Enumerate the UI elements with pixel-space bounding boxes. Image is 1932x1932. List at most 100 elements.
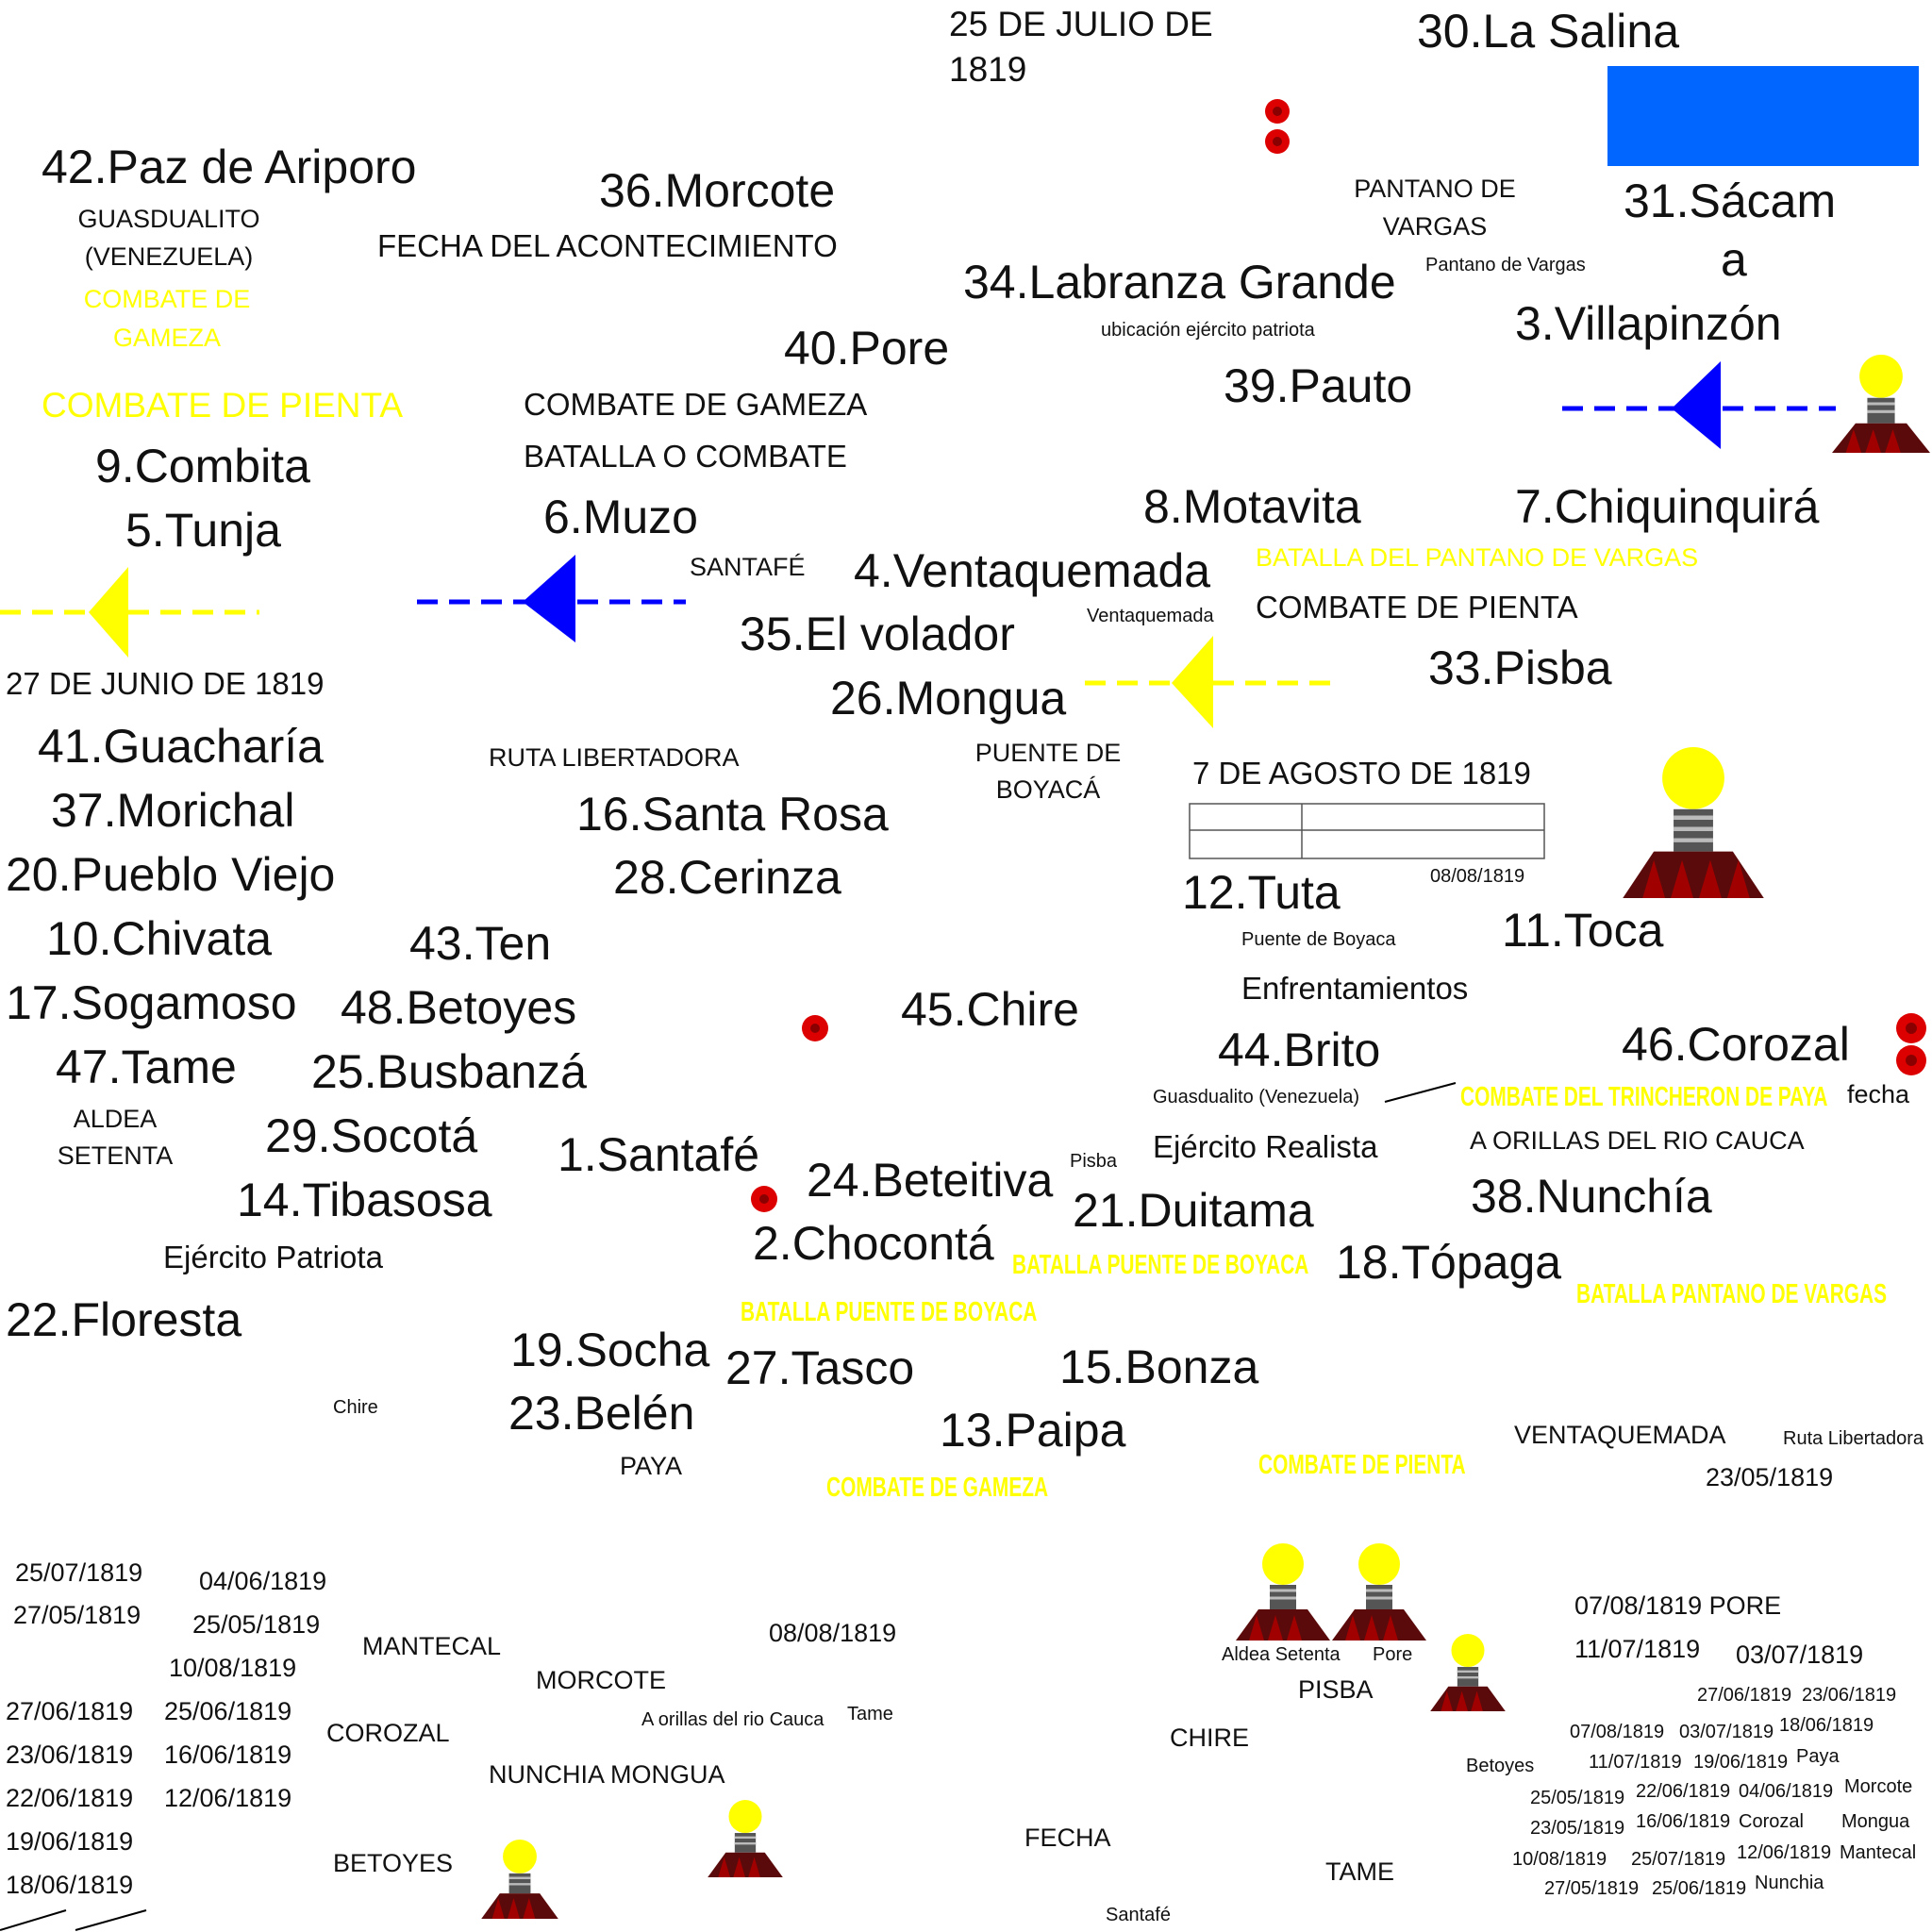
lamp-icon: [708, 1800, 783, 1877]
label-ejercito-patriota: Ejército Patriota: [163, 1240, 383, 1274]
label-pantano-small: Pantano de Vargas: [1425, 255, 1586, 275]
date-right-8: 18/06/1819: [1779, 1715, 1874, 1736]
date-right-17: 16/06/1819: [1636, 1811, 1731, 1832]
label-ventaquemada-caps: VENTAQUEMADA: [1514, 1421, 1726, 1449]
date-right-19: Mongua: [1841, 1811, 1910, 1832]
yellow-puente-1: BATALLA PUENTE DE BOYACA: [1012, 1250, 1309, 1280]
yellow-arrow-left: [0, 567, 259, 658]
date-right-9: 11/07/1819: [1589, 1752, 1682, 1773]
date-right-26: Nunchia: [1755, 1873, 1824, 1893]
label-date-230519: 23/05/1819: [1706, 1463, 1834, 1491]
label-pisba-small: Pisba: [1070, 1151, 1118, 1172]
place-23: 23.Belén: [508, 1387, 695, 1440]
label-pantano-de: PANTANO DE: [1354, 175, 1516, 203]
date-right-6: 07/08/1819: [1570, 1722, 1665, 1742]
place-29: 29.Socotá: [265, 1109, 478, 1162]
place-48: 48.Betoyes: [341, 981, 577, 1034]
yellow-pienta-2: COMBATE DE PIENTA: [1258, 1450, 1466, 1480]
place-34: 34.Labranza Grande: [963, 256, 1396, 308]
place-39: 39.Pauto: [1224, 359, 1413, 412]
date-right-21: 25/07/1819: [1631, 1849, 1726, 1870]
place-42: 42.Paz de Ariporo: [42, 141, 417, 193]
place-13: 13.Paipa: [940, 1404, 1126, 1457]
label-aldea-small: Aldea Setenta: [1222, 1644, 1341, 1665]
yellow-combate-de: COMBATE DE: [83, 285, 251, 313]
thin-line: [1384, 1082, 1457, 1103]
label-santafe-small: Santafé: [1106, 1905, 1171, 1925]
place-6: 6.Muzo: [543, 491, 698, 543]
date-right-14: 04/06/1819: [1739, 1781, 1834, 1802]
place-40: 40.Pore: [784, 322, 950, 375]
label-fecha-small: fecha: [1847, 1080, 1910, 1108]
label-tame-small: Tame: [847, 1704, 893, 1724]
date-right-25: 25/06/1819: [1652, 1878, 1747, 1899]
date-left-1: 25/07/1819: [15, 1558, 143, 1587]
place-35: 35.El volador: [740, 608, 1015, 660]
date-right-4: 27/06/1819: [1697, 1685, 1792, 1706]
date-right-10: 19/06/1819: [1693, 1752, 1789, 1773]
yellow-pantano-2: BATALLA PANTANO DE VARGAS: [1576, 1279, 1888, 1309]
place-37: 37.Morichal: [51, 784, 295, 837]
place-22: 22.Floresta: [6, 1293, 242, 1346]
date-left-12: 19/06/1819: [6, 1827, 134, 1856]
date-right-7: 03/07/1819: [1679, 1722, 1774, 1742]
date-right-12: 25/05/1819: [1530, 1788, 1625, 1808]
lamp-icon: [1832, 355, 1930, 453]
date-right-15: Morcote: [1844, 1776, 1913, 1797]
place-43: 43.Ten: [409, 917, 552, 970]
red-pin-icon: [1265, 99, 1290, 154]
yellow-gameza: GAMEZA: [112, 324, 221, 352]
yellow-arrow-right: [1085, 636, 1341, 728]
place-38: 38.Nunchía: [1471, 1170, 1712, 1223]
place-36: 36.Morcote: [599, 164, 836, 217]
place-14: 14.Tibasosa: [237, 1174, 492, 1226]
label-ubicacion: ubicación ejército patriota: [1101, 320, 1315, 341]
place-9: 9.Combita: [95, 440, 310, 492]
label-guasdualito-small: Guasdualito (Venezuela): [1153, 1087, 1360, 1108]
thin-lines: [0, 1909, 147, 1931]
date-right-22: 12/06/1819: [1737, 1842, 1832, 1863]
date-left-4: 25/05/1819: [192, 1610, 321, 1639]
date-left-5: 10/08/1819: [169, 1654, 297, 1682]
label-ventaquemada-small: Ventaquemada: [1087, 606, 1214, 626]
lamp-icon: [1623, 747, 1764, 898]
place-30: 30.La Salina: [1417, 5, 1680, 58]
place-18: 18.Tópaga: [1336, 1236, 1562, 1289]
date-right-20: 10/08/1819: [1512, 1849, 1607, 1870]
label-fecha-acontecimiento: FECHA DEL ACONTECIMIENTO: [377, 228, 838, 263]
place-5: 5.Tunja: [125, 504, 281, 557]
label-date-july-25: 25 DE JULIO DE: [949, 5, 1213, 43]
place-12: 12.Tuta: [1182, 866, 1341, 919]
label-betoyes-caps: BETOYES: [333, 1849, 454, 1877]
place-20: 20.Pueblo Viejo: [6, 848, 336, 901]
place-8: 8.Motavita: [1143, 480, 1361, 533]
date-right-11: Paya: [1796, 1746, 1840, 1767]
label-guasdualito: GUASDUALITO: [77, 205, 260, 233]
label-batalla-o-combate: BATALLA O COMBATE: [524, 439, 847, 474]
date-left-11: 12/06/1819: [164, 1784, 292, 1812]
place-31: 31.Sácam: [1624, 175, 1837, 227]
yellow-gameza-2: COMBATE DE GAMEZA: [826, 1473, 1049, 1503]
yellow-trincheron: COMBATE DEL TRINCHERON DE PAYA: [1460, 1082, 1828, 1112]
yellow-pantano-vargas: BATALLA DEL PANTANO DE VARGAS: [1256, 543, 1699, 572]
red-pin-icon: [802, 1015, 828, 1041]
date-right-16: 23/05/1819: [1530, 1818, 1625, 1839]
place-45: 45.Chire: [901, 983, 1079, 1036]
label-santafe-caps: SANTAFÉ: [690, 553, 806, 581]
blue-arrow-left: [417, 555, 686, 642]
date-left-13: 18/06/1819: [6, 1871, 134, 1899]
place-47: 47.Tame: [56, 1041, 237, 1093]
label-ejercito-realista: Ejército Realista: [1153, 1129, 1378, 1164]
place-27: 27.Tasco: [725, 1341, 915, 1394]
red-pin-icon: [1896, 1013, 1926, 1075]
label-combate-gameza: COMBATE DE GAMEZA: [524, 387, 868, 422]
place-10: 10.Chivata: [46, 912, 273, 965]
blue-arrow-right: [1562, 361, 1836, 449]
label-date-june-27: 27 DE JUNIO DE 1819: [6, 666, 325, 701]
label-corozal: COROZAL: [326, 1719, 450, 1747]
date-left-6: 27/06/1819: [6, 1697, 134, 1725]
place-15: 15.Bonza: [1059, 1341, 1259, 1393]
label-nunchia-mongua: NUNCHIA MONGUA: [489, 1760, 725, 1789]
place-24: 24.Beteitiva: [807, 1154, 1054, 1207]
label-ruta-small: Ruta Libertadora: [1783, 1428, 1924, 1449]
